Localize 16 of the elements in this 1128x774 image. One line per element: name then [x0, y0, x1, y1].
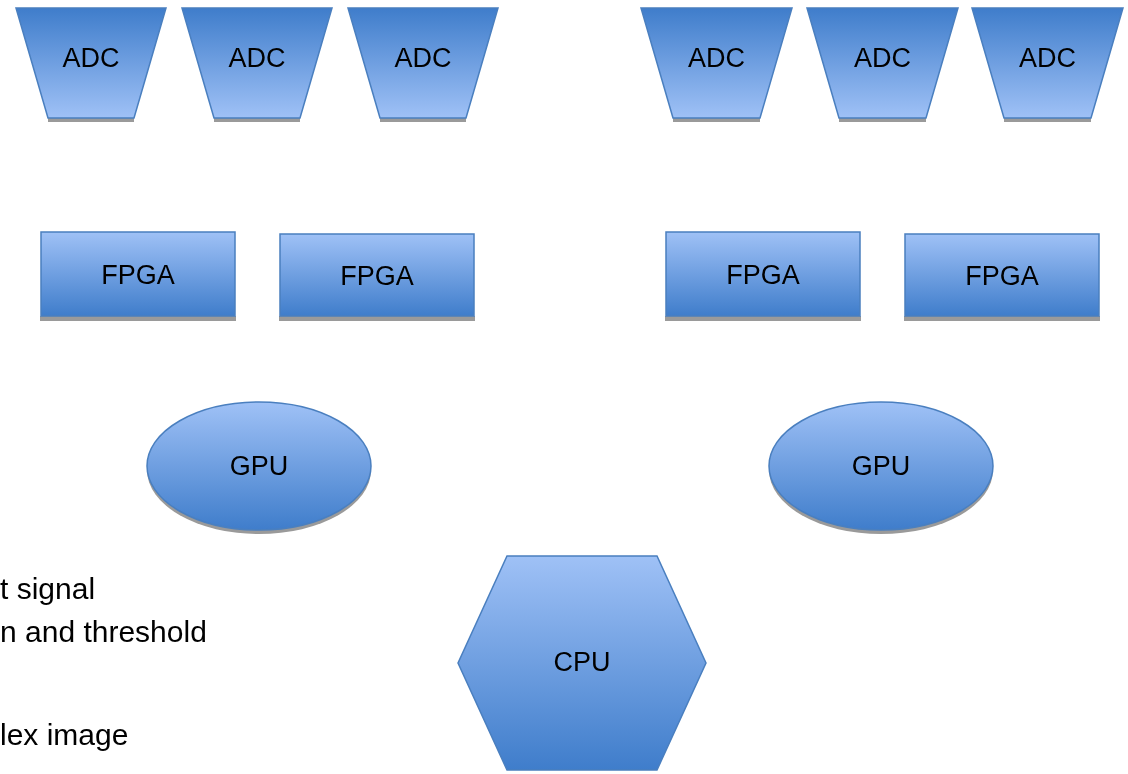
- node-label: FPGA: [340, 259, 414, 293]
- node-label: ADC: [854, 42, 911, 76]
- node-label: ADC: [228, 42, 286, 76]
- note-text: t signal: [0, 574, 96, 604]
- note-text: lex image: [0, 720, 129, 750]
- node-label: GPU: [851, 449, 911, 483]
- node-label: CPU: [553, 645, 611, 679]
- node-label: FPGA: [101, 258, 175, 292]
- note-text: n and threshold: [0, 617, 207, 647]
- node-label: FPGA: [726, 258, 800, 292]
- node-label: ADC: [1019, 42, 1076, 76]
- node-label: FPGA: [965, 259, 1039, 293]
- node-label: ADC: [688, 42, 745, 76]
- node-label: ADC: [394, 42, 452, 76]
- node-label: GPU: [229, 449, 289, 483]
- node-label: ADC: [62, 42, 120, 76]
